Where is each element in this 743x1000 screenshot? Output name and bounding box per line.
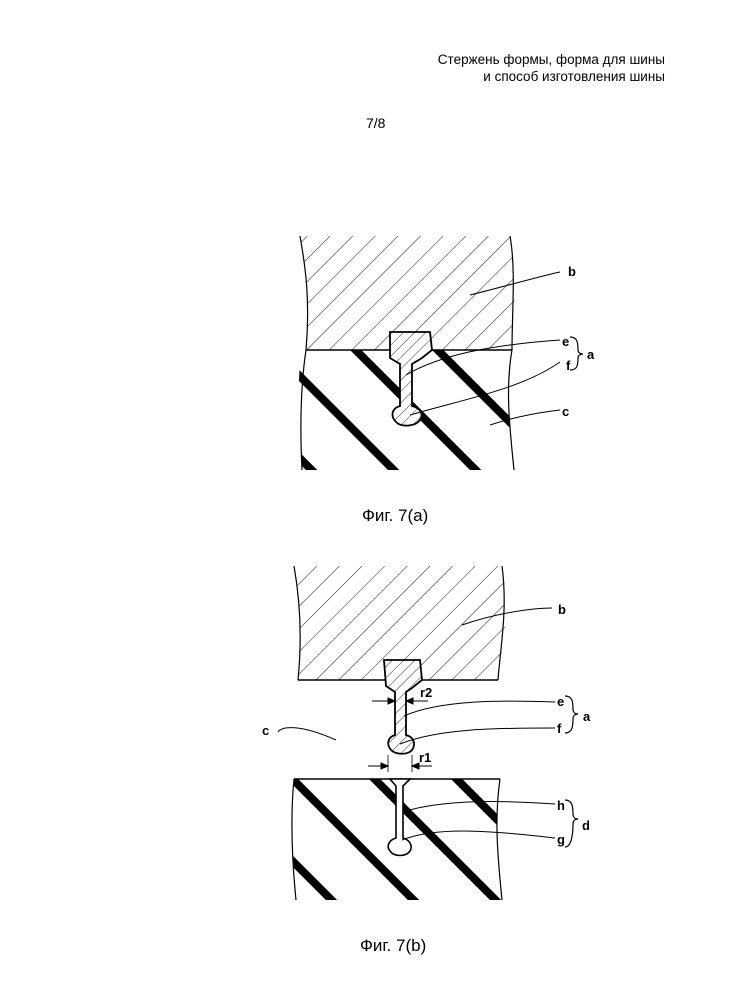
label-b-7a: b [568, 264, 576, 279]
label-d: d [582, 818, 590, 833]
figure-7b-caption: Фиг. 7(b) [360, 936, 426, 956]
dimension-r1 [368, 755, 432, 772]
label-a-7a: a [587, 347, 595, 362]
label-f-7a: f [566, 358, 571, 373]
figure-7a-caption: Фиг. 7(a) [362, 506, 428, 526]
label-a-7b: a [583, 709, 591, 724]
label-c-7b: c [262, 723, 269, 738]
figure-7a-diagram: b e f a c [0, 0, 743, 540]
tire-hole-d [388, 779, 411, 856]
label-b-7b: b [558, 602, 566, 617]
label-c-7a: c [562, 404, 569, 419]
label-r1: r1 [419, 750, 431, 765]
label-g: g [557, 832, 565, 847]
label-f-7b: f [557, 721, 562, 736]
mold-core-a-7b [384, 660, 422, 754]
label-e-7b: e [557, 694, 564, 709]
tire-rubber-c-7b [292, 779, 502, 900]
mold-block-b-7b [294, 566, 506, 680]
label-r2: r2 [420, 685, 432, 700]
label-e-7a: e [562, 334, 569, 349]
dimension-r2 [372, 698, 428, 704]
label-h: h [557, 798, 565, 813]
leader-lines-7b [278, 608, 578, 847]
